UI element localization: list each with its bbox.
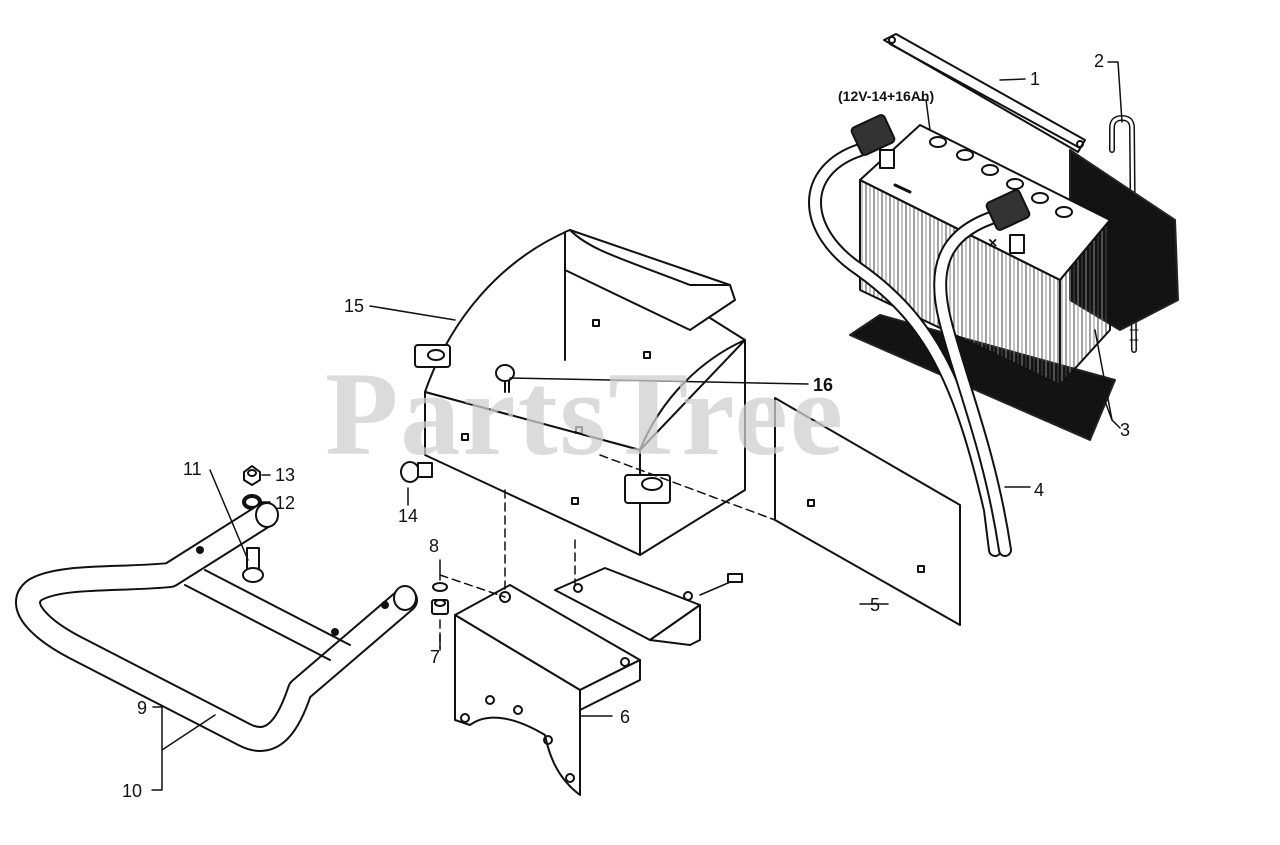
callout-15: 15 xyxy=(344,296,365,316)
battery-spec-label: (12V-14+16Ah) xyxy=(838,88,935,104)
callout-leaders xyxy=(152,62,1122,790)
callout-10: 10 xyxy=(122,781,143,801)
hold-down-bar xyxy=(884,34,1085,152)
bolt-washer-nut xyxy=(243,466,263,582)
watermark: PartsTree xyxy=(325,347,845,480)
callout-9: 9 xyxy=(137,698,148,718)
callout-11: 11 xyxy=(183,459,202,479)
battery-box xyxy=(415,230,745,555)
svg-text:×: × xyxy=(988,235,997,252)
callout-1: 1 xyxy=(1030,69,1041,89)
callout-16: 16 xyxy=(813,375,834,395)
nut-and-washer xyxy=(432,583,448,614)
insulation-plate xyxy=(775,398,960,625)
callout-12: 12 xyxy=(275,493,296,513)
battery-cables xyxy=(815,114,1031,550)
switch-plate xyxy=(555,568,742,645)
battery: × xyxy=(860,125,1110,385)
callout-4: 4 xyxy=(1034,480,1045,500)
callout-6: 6 xyxy=(620,707,631,727)
callout-13: 13 xyxy=(275,465,296,485)
callout-5: 5 xyxy=(870,595,881,615)
carriage-bolt-14 xyxy=(401,462,432,482)
mounting-bracket xyxy=(455,585,640,795)
tube-handle xyxy=(28,503,416,739)
callout-7: 7 xyxy=(430,647,441,667)
callout-8: 8 xyxy=(429,536,440,556)
callout-2: 2 xyxy=(1094,51,1105,71)
callout-14: 14 xyxy=(398,506,419,526)
callout-3: 3 xyxy=(1120,420,1131,440)
carriage-bolt-16 xyxy=(496,365,514,392)
